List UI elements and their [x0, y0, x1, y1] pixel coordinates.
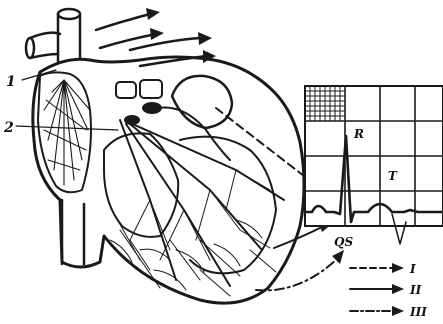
legend-item-ii: II [350, 283, 422, 297]
legend-item-i: I [350, 262, 416, 276]
legend-label-i: I [409, 262, 416, 276]
callout-2: 2 [3, 120, 14, 136]
ecg-label-r: R [353, 127, 364, 141]
ecg-label-qs: QS [334, 235, 353, 249]
heart-illustration [16, 8, 304, 303]
ecg-panel [305, 86, 443, 244]
ecg-label-t: T [388, 169, 398, 183]
inferior-vena-cava [62, 200, 84, 264]
right-atrium [38, 72, 91, 192]
legend-label-iii: III [409, 305, 427, 319]
atrial-chambers [116, 76, 232, 160]
legend-item-iii: III [350, 305, 427, 319]
av-node-leader [16, 126, 118, 130]
legend: I II III [350, 262, 427, 319]
ventricles [104, 120, 284, 296]
legend-label-ii: II [409, 283, 422, 297]
callout-1: 1 [6, 74, 16, 90]
